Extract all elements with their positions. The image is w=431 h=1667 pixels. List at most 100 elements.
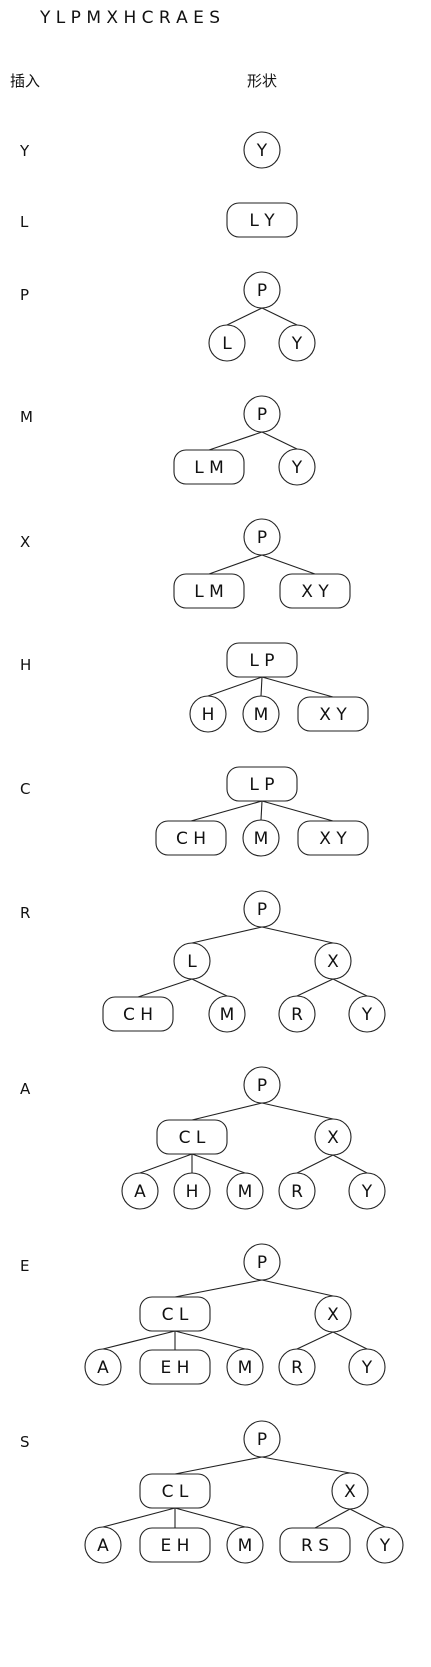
tree-node-circle bbox=[173, 1172, 211, 1210]
tree-edge bbox=[190, 800, 263, 822]
tree-edge bbox=[332, 1331, 368, 1350]
tree-node-label: P bbox=[257, 900, 267, 920]
tree-node-circle bbox=[84, 1348, 122, 1386]
tree-node-label: X Y bbox=[319, 705, 347, 725]
tree-edge bbox=[260, 800, 263, 821]
tree-node-label: A bbox=[97, 1358, 109, 1378]
tree-node-circle bbox=[208, 995, 246, 1033]
inserted-key-label: A bbox=[20, 1080, 31, 1098]
tree-node-label: L P bbox=[249, 775, 274, 795]
tree-node-circle bbox=[243, 131, 281, 169]
tree-node-box bbox=[139, 1527, 211, 1563]
tree-edge bbox=[332, 978, 368, 997]
tree-edge bbox=[191, 926, 263, 944]
tree-node-circle bbox=[278, 1348, 316, 1386]
tree-node-circle bbox=[331, 1472, 369, 1510]
tree-edge bbox=[349, 1508, 386, 1528]
tree-node-label: P bbox=[257, 1430, 267, 1450]
tree-node-label: L bbox=[187, 952, 197, 972]
tree-node-label: X bbox=[327, 1305, 339, 1325]
inserted-key-label: C bbox=[20, 780, 31, 798]
tree-edge bbox=[261, 1279, 334, 1297]
tree-node-label: Y bbox=[361, 1182, 373, 1202]
tree-node-label: R bbox=[291, 1182, 303, 1202]
tree-node-box bbox=[156, 1119, 228, 1155]
tree-node-label: M bbox=[220, 1005, 235, 1025]
tree-edge bbox=[296, 1331, 334, 1350]
tree-node-circle bbox=[242, 819, 280, 857]
tree-node-label: C H bbox=[123, 1005, 153, 1025]
tree-node-label: X bbox=[344, 1482, 356, 1502]
tree-node-box bbox=[139, 1296, 211, 1332]
tree-edge bbox=[191, 978, 228, 997]
tree-edge bbox=[296, 978, 334, 997]
tree-node-label: E H bbox=[161, 1358, 190, 1378]
tree-node-label: L Y bbox=[249, 211, 275, 231]
tree-node-label: M bbox=[254, 705, 269, 725]
tree-node-box bbox=[226, 202, 298, 238]
tree-node-box bbox=[226, 642, 298, 678]
tree-node-label: P bbox=[257, 528, 267, 548]
tree-node-label: A bbox=[97, 1536, 109, 1556]
tree-node-label: R S bbox=[301, 1536, 329, 1556]
tree-node-label: Y bbox=[361, 1005, 373, 1025]
tree-node-circle bbox=[84, 1526, 122, 1564]
inserted-key-label: Y bbox=[20, 142, 30, 160]
tree-node-box bbox=[279, 1527, 351, 1563]
tree-node-label: L M bbox=[194, 582, 224, 602]
tree-node-label: X bbox=[327, 1128, 339, 1148]
tree-node-circle bbox=[278, 448, 316, 486]
tree-node-label: H bbox=[202, 705, 215, 725]
tree-node-label: P bbox=[257, 281, 267, 301]
tree-edge bbox=[207, 676, 263, 697]
tree-node-box bbox=[139, 1349, 211, 1385]
tree-node-box bbox=[155, 820, 227, 856]
tree-node-circle bbox=[226, 1526, 264, 1564]
tree-edge bbox=[332, 1154, 368, 1174]
tree-node-box bbox=[226, 766, 298, 802]
tree-edge bbox=[261, 431, 298, 450]
tree-node-label: R bbox=[291, 1358, 303, 1378]
tree-node-box bbox=[297, 696, 369, 732]
tree-node-circle bbox=[243, 1420, 281, 1458]
inserted-key-label: P bbox=[20, 286, 30, 304]
insert-column-header: 插入 bbox=[10, 72, 41, 90]
inserted-key-label: S bbox=[20, 1433, 30, 1451]
tree-node-label: C H bbox=[176, 829, 206, 849]
tree-node-label: M bbox=[238, 1358, 253, 1378]
tree-node-circle bbox=[243, 890, 281, 928]
inserted-key-label: H bbox=[20, 656, 32, 674]
inserted-key-label: E bbox=[20, 1257, 30, 1275]
tree-node-label: Y bbox=[379, 1536, 391, 1556]
tree-node-label: X Y bbox=[301, 582, 329, 602]
tree-edge bbox=[174, 1330, 246, 1350]
tree-edge bbox=[261, 926, 334, 944]
tree-node-box bbox=[102, 996, 174, 1032]
tree-node-box bbox=[173, 573, 245, 609]
tree-node-label: M bbox=[238, 1536, 253, 1556]
tree-node-label: X Y bbox=[319, 829, 347, 849]
tree-node-label: Y bbox=[291, 458, 303, 478]
tree-edge bbox=[261, 1456, 351, 1474]
tree-edge bbox=[261, 554, 316, 575]
tree-node-label: M bbox=[254, 829, 269, 849]
tree-node-circle bbox=[243, 271, 281, 309]
tree-edge bbox=[191, 1153, 246, 1174]
tree-edge bbox=[174, 1507, 246, 1528]
tree-node-circle bbox=[314, 1118, 352, 1156]
tree-node-circle bbox=[314, 942, 352, 980]
tree-node-circle bbox=[173, 942, 211, 980]
tree-edge bbox=[314, 1508, 351, 1529]
tree-step-Y: Y bbox=[243, 131, 281, 169]
tree-node-box bbox=[173, 449, 245, 485]
tree-node-label: X bbox=[327, 952, 339, 972]
tree-node-label: L bbox=[222, 334, 232, 354]
tree-node-circle bbox=[208, 324, 246, 362]
tree-node-label: C L bbox=[162, 1482, 189, 1502]
tree-edge bbox=[261, 307, 298, 326]
tree-edge bbox=[208, 431, 263, 451]
